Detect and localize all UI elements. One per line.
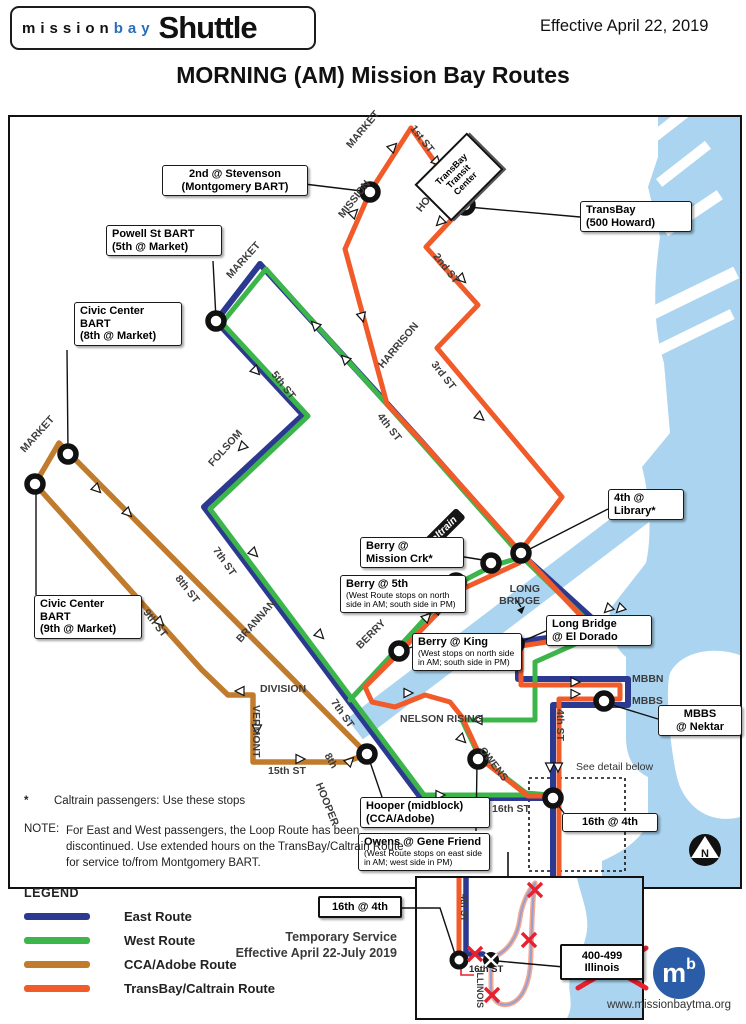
west-route-swatch — [24, 937, 90, 944]
website-url: www.missionbaytma.org — [607, 999, 731, 1011]
note-star: * — [24, 795, 29, 807]
inset-stop-label-16th-4th: 16th @ 4th — [318, 896, 402, 918]
note-text: For East and West passengers, the Loop R… — [66, 825, 404, 870]
east-route-swatch — [24, 913, 90, 920]
stop-label-transbay-500-howard: TransBay(500 Howard) — [580, 201, 692, 233]
street-nelson-rising: NELSON RISING — [400, 713, 483, 725]
inset-street-illinois: ILLINOIS — [475, 970, 485, 1008]
north-arrow-icon: N — [689, 834, 721, 866]
closed-stop-leader — [496, 960, 565, 968]
route-map-canvas: N — [24, 117, 740, 887]
note-label: NOTE: — [24, 823, 60, 835]
inset-street-16th: 16th ST — [469, 964, 504, 975]
inset-stop-16th-4th — [449, 950, 469, 970]
see-detail-note: See detail below — [576, 761, 654, 773]
stop-label-2nd-stevenson: 2nd @ Stevenson(Montgomery BART) — [162, 165, 308, 197]
caltrain-note: Caltrain passengers: Use these stops — [54, 795, 246, 807]
detail-area-outline — [528, 777, 626, 872]
route-map: N MARKET 1st ST MISSION HOWARD 2nd ST MA… — [8, 109, 742, 889]
street-4th-vertical: 4th ST — [554, 709, 566, 742]
effective-date: Effective April 22, 2019 — [540, 17, 709, 35]
stop-label-4th-library: 4th @Library* — [608, 489, 684, 521]
direction-arrows — [89, 142, 628, 801]
stop-label-berry-mission-crk: Berry @Mission Crk* — [360, 537, 464, 569]
closed-stop-marker — [483, 952, 499, 968]
inset-street-4th: 4th ST — [459, 894, 469, 922]
legend-item-cca: CCA/Adobe Route — [24, 957, 275, 972]
stop-label-owens-gene-friend: Owens @ Gene Friend(West Route stops on … — [358, 833, 490, 872]
transbay-caltrain-route — [342, 125, 623, 887]
logo-bay-text: bay — [113, 19, 155, 37]
inset-closed-x-marks — [466, 881, 544, 1004]
street-mbbn: MBBN — [632, 673, 664, 685]
svg-text:N: N — [701, 848, 709, 860]
stop-label-berry-5th: Berry @ 5th(West Route stops on north si… — [340, 575, 466, 614]
stop-label-mbbs-nektar: MBBS@ Nektar — [658, 705, 742, 737]
stop-label-berry-king: Berry @ King(West stops on north side in… — [412, 633, 522, 672]
legend-item-east: East Route — [24, 909, 275, 924]
cca-route-swatch — [24, 961, 90, 968]
page-title: MORNING (AM) Mission Bay Routes — [176, 62, 570, 88]
stop-markers — [24, 181, 615, 809]
long-bridge-pointer — [514, 597, 525, 614]
street-division: DIVISION — [260, 683, 307, 695]
stop-label-hooper-midblock: Hooper (midblock)(CCA/Adobe) — [360, 797, 490, 829]
transbay-route-swatch — [24, 985, 90, 992]
stop-label-long-bridge-el-dorado: Long Bridge@ El Dorado — [546, 615, 652, 647]
legend: LEGEND East Route West Route CCA/Adobe R… — [24, 886, 275, 996]
street-mbbs: MBBS — [632, 695, 663, 707]
street-15th: 15th ST — [268, 765, 306, 777]
map-notes: * Caltrain passengers: Use these stops NO… — [24, 795, 416, 887]
street-16th: 16th ST — [492, 803, 530, 815]
legend-item-west: West Route — [24, 933, 275, 948]
stop-label-powell-bart: Powell St BART(5th @ Market) — [106, 225, 222, 257]
legend-item-transbay: TransBay/Caltrain Route — [24, 981, 275, 996]
logo-mission-text: mission — [22, 19, 114, 37]
stop-label-16th-4th: 16th @ 4th — [562, 813, 658, 832]
logo-shuttle-text: Shuttle — [158, 10, 258, 45]
legend-title: LEGEND — [24, 886, 80, 900]
street-vermont: VERMONT — [250, 705, 262, 758]
